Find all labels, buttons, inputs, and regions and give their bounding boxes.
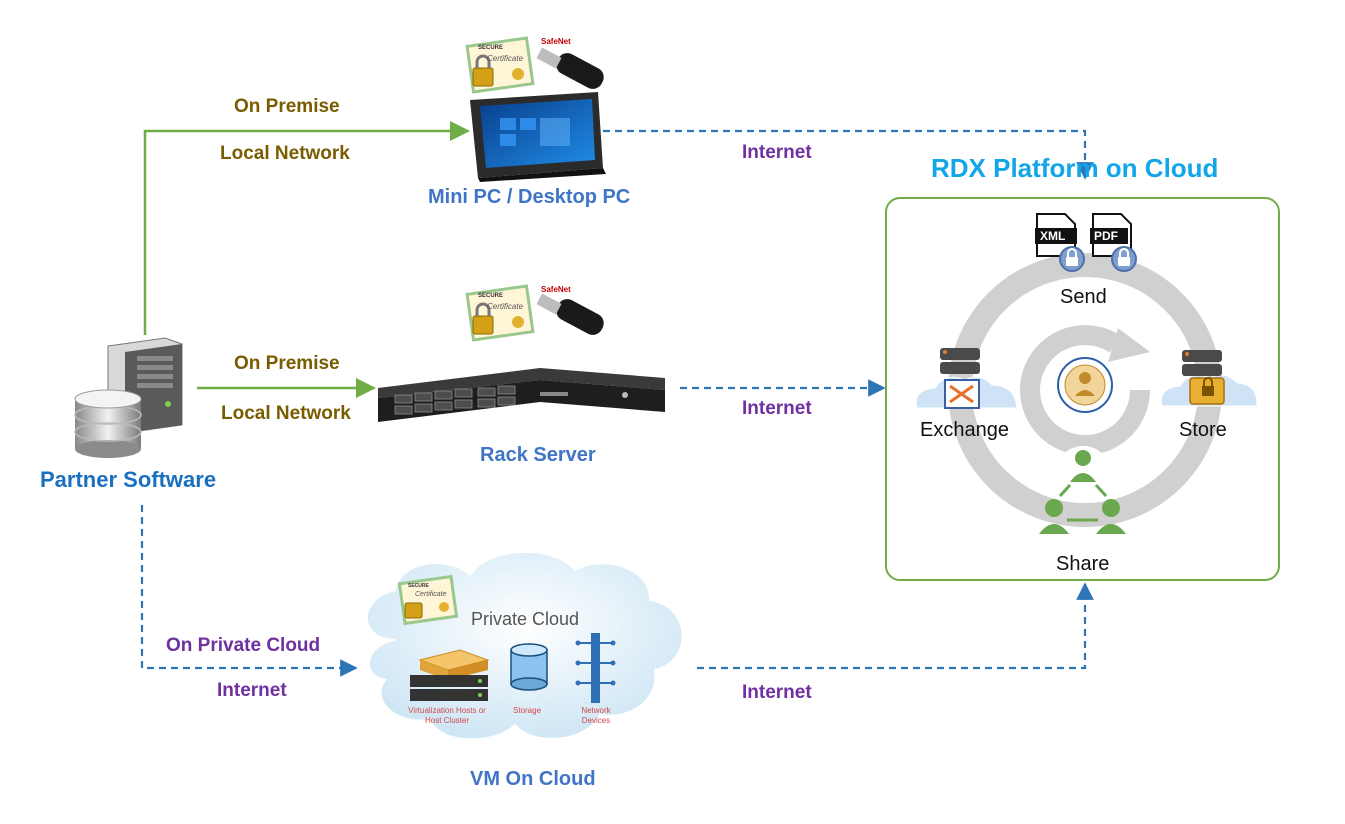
path2-mode-label: On Premise — [234, 353, 340, 374]
virtualization-hosts-icon — [410, 649, 490, 701]
usb-token-icon — [536, 47, 604, 89]
connector-partner-to-minipc — [143, 121, 470, 335]
path1-uplink-label: Internet — [742, 142, 812, 163]
path3-network-label: Internet — [217, 680, 287, 701]
platform-title: RDX Platform on Cloud — [931, 153, 1219, 183]
certificate-icon — [465, 36, 535, 94]
safenet-brand-text: SafeNet — [541, 285, 571, 294]
path1-network-label: Local Network — [220, 143, 350, 164]
path2-network-label: Local Network — [221, 403, 351, 424]
certificate-title-text: Certificate — [487, 54, 524, 63]
virtualization-hosts-label: Virtualization Hosts or Host Cluster — [408, 706, 486, 725]
share-people-icon — [1039, 446, 1126, 534]
cycle-share-label: Share — [1056, 553, 1110, 575]
cycle-store-label: Store — [1179, 419, 1227, 441]
vm-on-cloud-label: VM On Cloud — [470, 768, 596, 790]
certificate-icon — [465, 284, 535, 342]
store-server-icon — [1160, 350, 1258, 407]
path2-uplink-label: Internet — [742, 398, 812, 419]
rack-server-icon — [378, 368, 665, 422]
cycle-exchange-label: Exchange — [920, 419, 1009, 441]
certificate-title-text: Certificate — [487, 302, 524, 311]
partner-software-label: Partner Software — [40, 467, 217, 492]
xml-badge-text: XML — [1040, 229, 1066, 243]
connector-vm-to-platform — [697, 582, 1094, 670]
pdf-badge-text: PDF — [1094, 229, 1118, 243]
certificate-icon — [397, 574, 459, 626]
storage-icon — [510, 643, 548, 691]
mini-pc-label: Mini PC / Desktop PC — [428, 186, 631, 208]
network-devices-label: Network Devices — [581, 706, 611, 725]
certificate-header-text: SECURE — [408, 583, 429, 589]
path3-uplink-label: Internet — [742, 682, 812, 703]
seal-emblem — [1057, 357, 1113, 413]
mini-pc-icon — [470, 92, 606, 182]
certificate-header-text: SECURE — [478, 45, 504, 51]
rack-server-label: Rack Server — [480, 444, 596, 466]
xml-file-icon — [1035, 213, 1085, 272]
connector-partner-to-vm — [140, 505, 358, 677]
cycle-send-label: Send — [1060, 286, 1107, 308]
path3-mode-label: On Private Cloud — [166, 635, 321, 656]
network-devices-icon — [575, 633, 616, 703]
path1-mode-label: On Premise — [234, 96, 340, 117]
safenet-brand-text: SafeNet — [541, 37, 571, 46]
usb-token-icon — [536, 293, 604, 335]
private-cloud-title: Private Cloud — [471, 609, 580, 629]
database-icon — [74, 389, 142, 458]
exchange-server-icon — [915, 348, 1018, 409]
storage-label: Storage — [513, 706, 542, 715]
certificate-header-text: SECURE — [478, 293, 504, 299]
connector-minipc-to-platform — [603, 129, 1094, 180]
pdf-file-icon — [1090, 213, 1137, 272]
certificate-title-text: Certificate — [415, 591, 447, 598]
